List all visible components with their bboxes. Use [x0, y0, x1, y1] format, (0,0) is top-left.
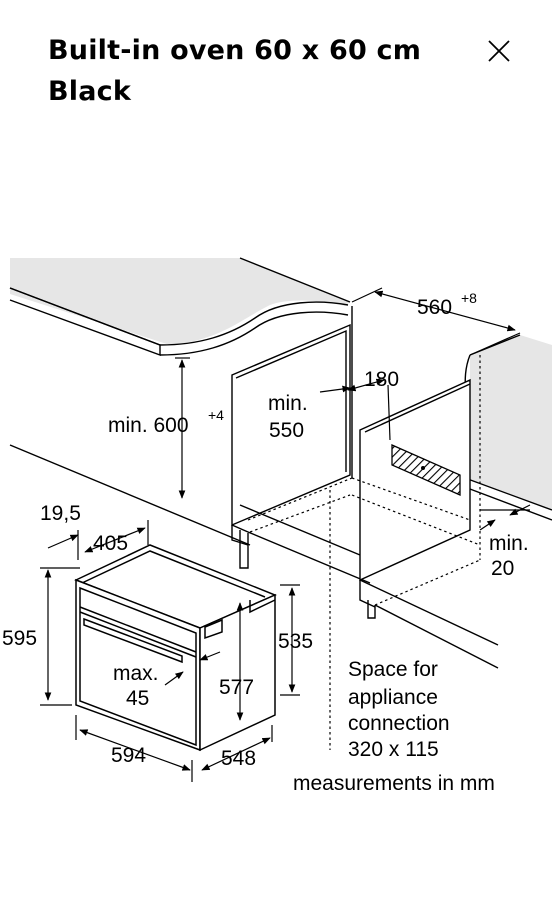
- note-line4: 320 x 115: [348, 738, 439, 761]
- worktop-right: [459, 334, 552, 521]
- note-line2: appliance: [348, 686, 438, 709]
- connection-area: [391, 444, 461, 496]
- dim-max-45-line1: max.: [113, 662, 159, 685]
- oven: [74, 544, 277, 752]
- dim-niche-width-tolerance: +8: [461, 290, 477, 306]
- dim-577: 577: [219, 676, 254, 699]
- dimension-lines: [40, 287, 531, 782]
- dim-180: 180: [364, 368, 399, 391]
- dimension-labels: 560 +8 min. 600 +4 min. 550 180 min. 20 …: [2, 290, 529, 795]
- worktop-left: [9, 257, 351, 357]
- dim-min-depth-line1: min.: [268, 392, 308, 415]
- units-note: measurements in mm: [293, 772, 495, 795]
- close-icon: [488, 40, 510, 62]
- dim-535: 535: [278, 630, 313, 653]
- hidden-edges: [247, 355, 481, 750]
- dim-min-height: min. 600: [108, 414, 189, 437]
- dim-max-45-line2: 45: [126, 687, 149, 710]
- cabinet-niche: [9, 306, 499, 669]
- dim-594: 594: [111, 744, 146, 767]
- close-button[interactable]: [482, 34, 514, 66]
- dim-min-depth-line2: 550: [269, 419, 304, 442]
- dim-min-20-line2: 20: [491, 557, 514, 580]
- title-line-2: Black: [48, 76, 132, 107]
- dim-min-height-tolerance: +4: [208, 407, 224, 423]
- dim-niche-width: 560: [417, 296, 452, 319]
- note-line3: connection: [348, 712, 450, 735]
- dim-405: 405: [93, 532, 128, 555]
- dim-min-20-line1: min.: [489, 532, 529, 555]
- dim-595: 595: [2, 627, 37, 650]
- installation-diagram: 560 +8 min. 600 +4 min. 550 180 min. 20 …: [2, 257, 552, 795]
- note-line1: Space for: [348, 658, 438, 681]
- dim-548: 548: [221, 747, 256, 770]
- dim-19-5: 19,5: [40, 502, 81, 525]
- title-line-1: Built-in oven 60 x 60 cm: [48, 35, 422, 66]
- page-title: Built-in oven 60 x 60 cm Black: [48, 30, 468, 112]
